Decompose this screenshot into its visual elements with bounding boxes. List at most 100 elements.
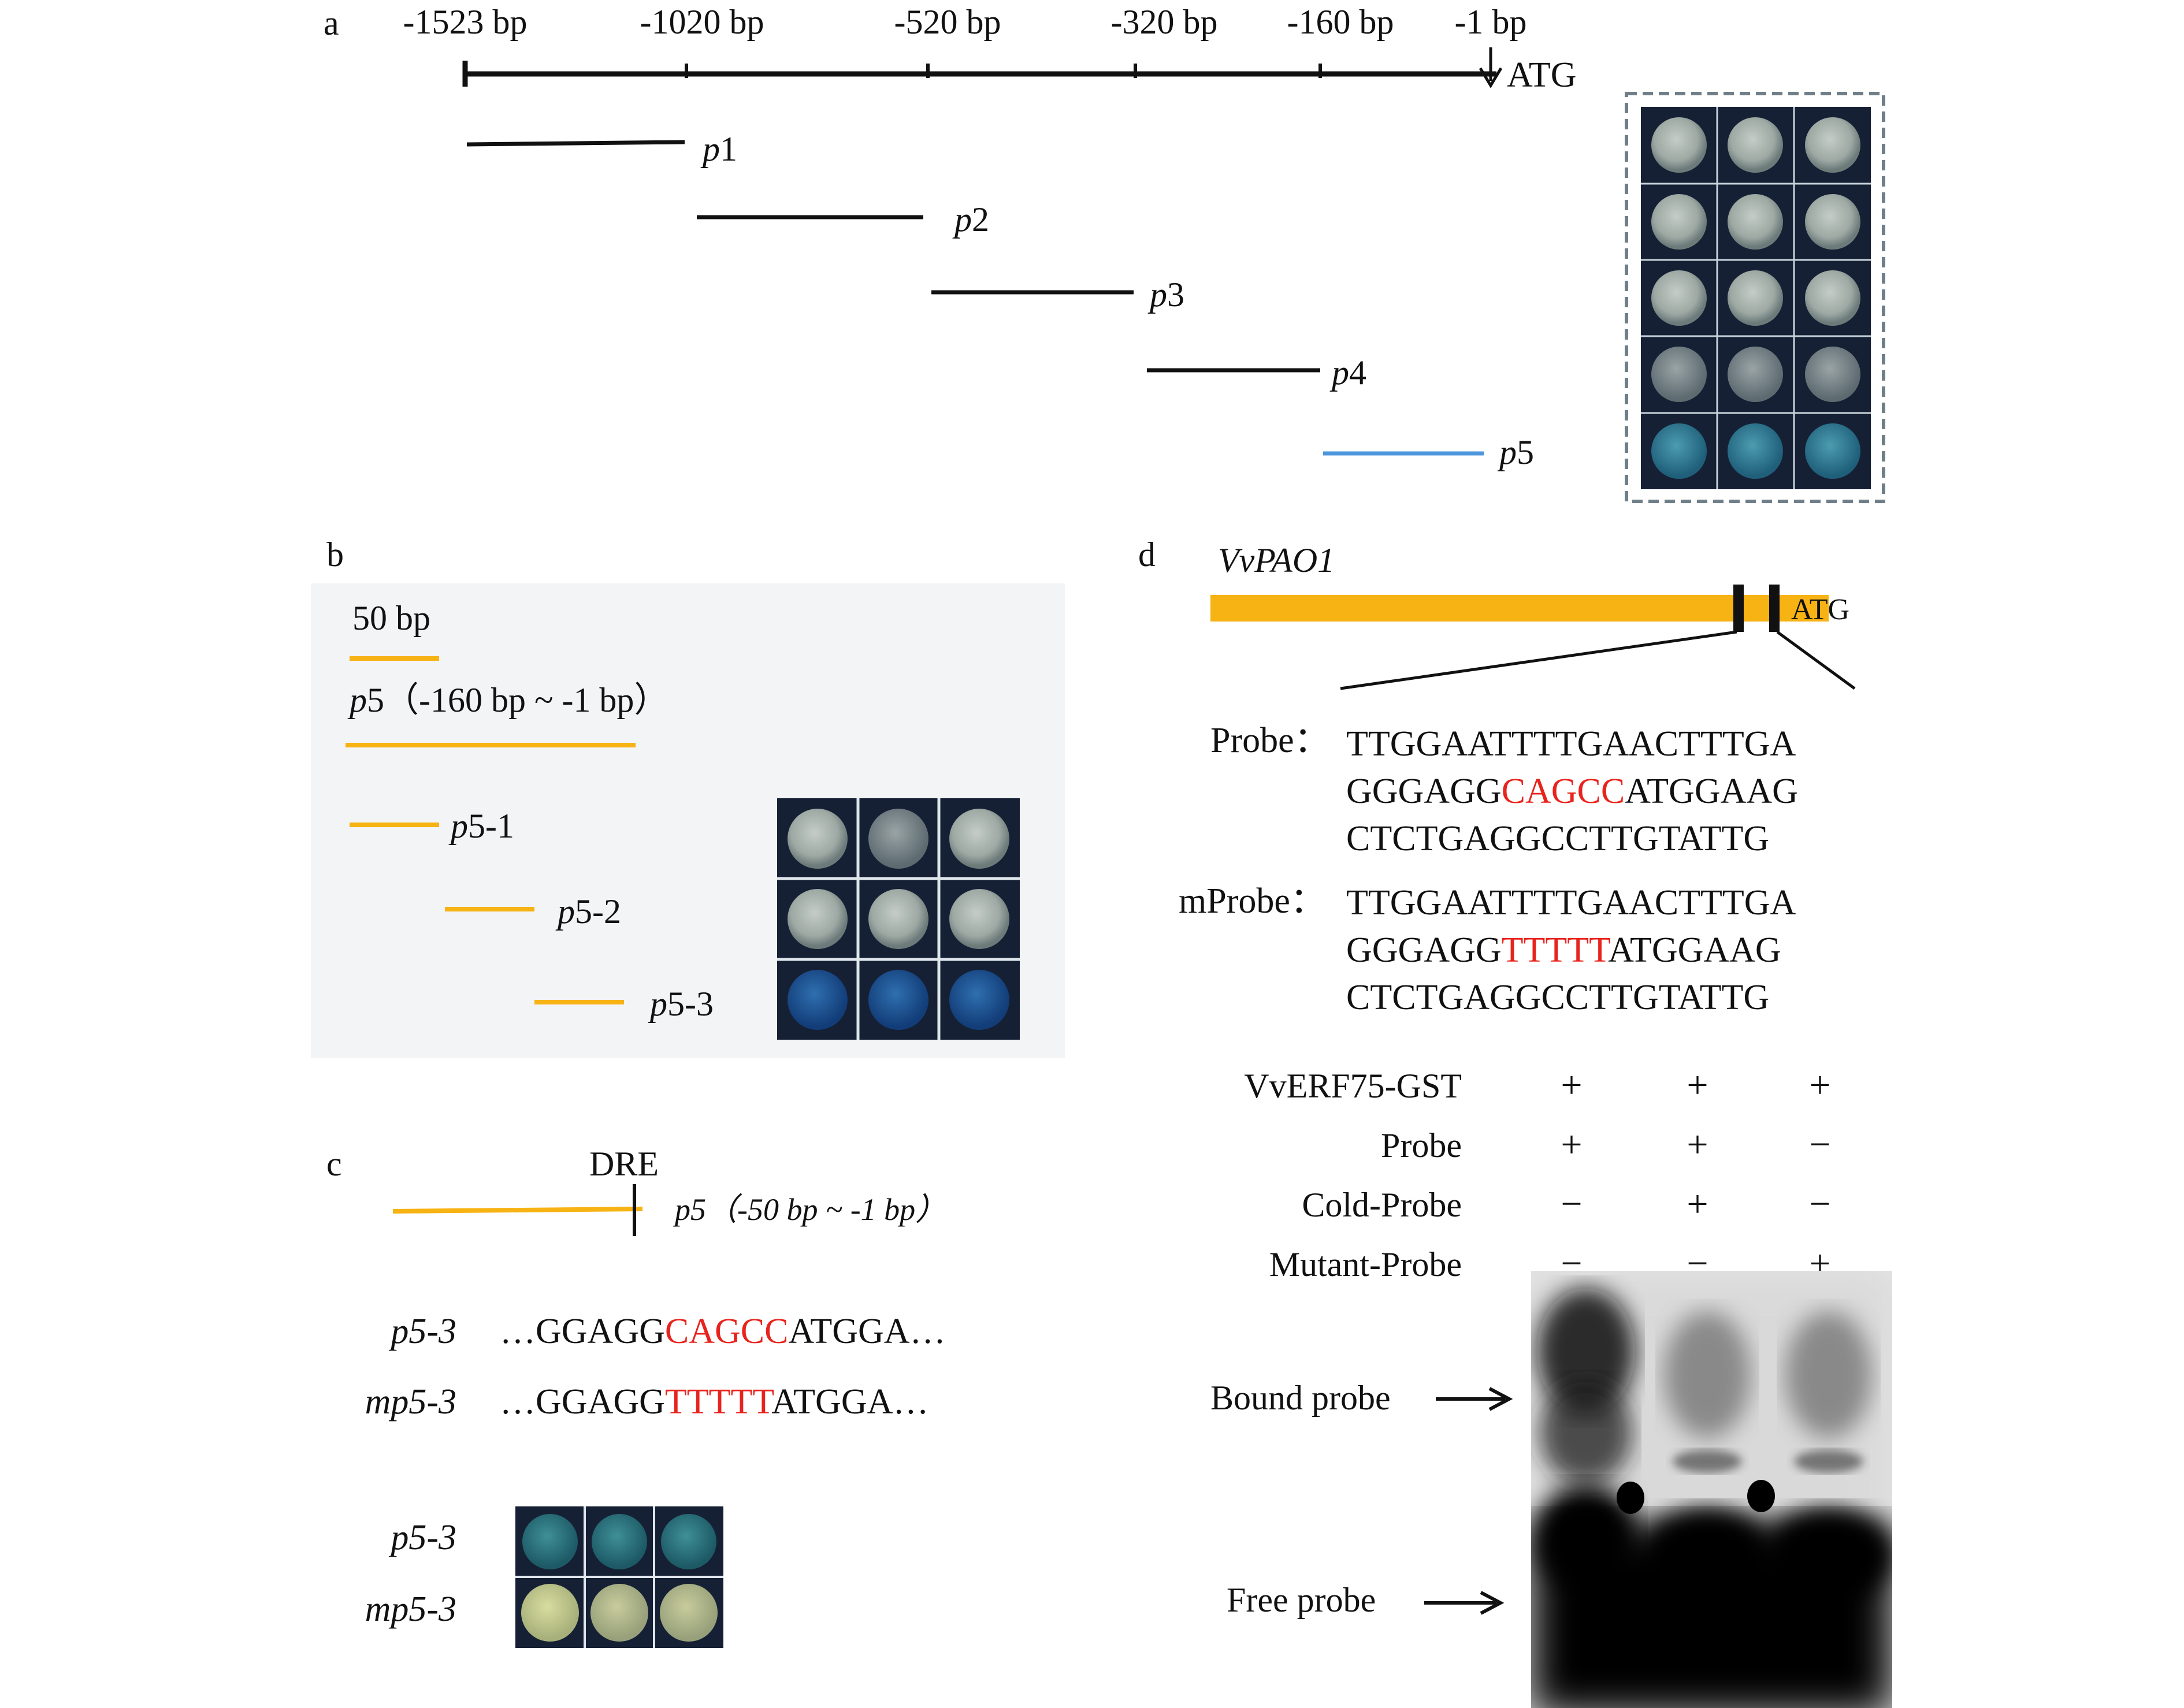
yeast-colony — [1728, 117, 1783, 173]
yeast-colony — [1728, 194, 1783, 250]
atg-label-d: ATG — [1791, 593, 1849, 626]
region-line-p5-50 — [392, 1207, 643, 1214]
probe-seq-line2: GGGAGGCAGCCATGGAAG — [1346, 772, 1798, 811]
ruler-tick-label: -520 bp — [894, 3, 1001, 41]
emsa-cell: − — [1809, 1123, 1830, 1166]
region-label-p5: p5（-160 bp ~ -1 bp） — [347, 681, 668, 719]
fragment-label-p5-3: p5-3 — [648, 985, 714, 1023]
grid-row-label-p5-3: p5-3 — [388, 1518, 456, 1557]
ruler-tick-label: -160 bp — [1287, 3, 1394, 41]
atg-arrow-head — [1479, 67, 1503, 88]
probe-seq-line1: TTGGAATTTTGAACTTTGA — [1346, 724, 1796, 764]
sequence-name-p5-3: p5-3 — [388, 1312, 456, 1351]
gene-name: VvPAO1 — [1218, 541, 1335, 579]
fragment-label-p5-1: p5-1 — [448, 807, 514, 845]
emsa-cell: + — [1687, 1123, 1708, 1166]
yeast-colony — [949, 809, 1009, 869]
yeast-colony — [868, 970, 928, 1030]
region-label-p5-50: p5（-50 bp ~ -1 bp） — [673, 1192, 946, 1227]
emsa-cell: + — [1809, 1064, 1830, 1106]
yeast-colony — [788, 970, 848, 1030]
sequence-p5-3: …GGAGGCAGCCATGGA… — [500, 1312, 946, 1351]
panel-a: a -1523 bp -1020 bp -520 bp -320 bp -160… — [324, 3, 1885, 503]
ruler-tick-label: -1523 bp — [403, 3, 528, 41]
fragment-label-p5: p5 — [1497, 433, 1534, 471]
yeast-colony — [592, 1514, 647, 1569]
probe-label: Probe： — [1210, 721, 1330, 760]
mprobe-seq-line1: TTGGAATTTTGAACTTTGA — [1346, 883, 1796, 922]
colony-grid-a — [1641, 107, 1871, 489]
gel-band-bound-lane1 — [1537, 1288, 1635, 1415]
colony-grid-b — [777, 798, 1020, 1040]
yeast-colony — [949, 889, 1009, 949]
yeast-colony — [1651, 347, 1707, 402]
gel-band-bound-lane3 — [1785, 1311, 1872, 1438]
panel-b: b 50 bp p5（-160 bp ~ -1 bp） p5-1 p5-2 p5… — [311, 535, 1065, 1058]
mprobe-seq-line2: GGGAGGTTTTTATGGAAG — [1346, 931, 1781, 970]
bound-probe-arrowhead — [1488, 1387, 1513, 1411]
panel-c: c DRE p5（-50 bp ~ -1 bp） p5-3 …GGAGGCAGC… — [326, 1145, 946, 1648]
yeast-colony — [521, 1584, 579, 1642]
binding-site-marker — [1769, 585, 1780, 632]
atg-label: ATG — [1507, 55, 1577, 95]
free-probe-label: Free probe — [1227, 1581, 1376, 1619]
mprobe-label: mProbe： — [1179, 881, 1326, 921]
sequence-name-mp5-3: mp5-3 — [365, 1382, 456, 1422]
panel-b-label: b — [326, 535, 344, 574]
grid-row-label-mp5-3: mp5-3 — [365, 1590, 456, 1629]
emsa-cell: + — [1687, 1064, 1708, 1106]
zoom-line-right — [1776, 630, 1856, 690]
gel-band-free-lane1 — [1534, 1484, 1638, 1588]
panel-a-label: a — [324, 4, 339, 42]
emsa-cell: + — [1561, 1123, 1582, 1166]
yeast-colony — [868, 809, 928, 869]
yeast-colony — [788, 809, 848, 869]
emsa-row-label: Probe — [1381, 1126, 1462, 1164]
yeast-colony — [1728, 270, 1783, 326]
yeast-colony — [522, 1514, 578, 1569]
binding-site-marker — [1733, 585, 1744, 632]
yeast-colony — [590, 1584, 648, 1642]
yeast-colony — [1805, 117, 1860, 173]
yeast-colony — [1805, 347, 1860, 402]
emsa-cell: + — [1561, 1064, 1582, 1106]
emsa-table: VvERF75-GST Probe Cold-Probe Mutant-Prob… — [1244, 1064, 1830, 1285]
free-probe-arrowhead — [1480, 1591, 1505, 1615]
yeast-colony — [949, 970, 1009, 1030]
yeast-colony — [660, 1584, 718, 1642]
gel-band-bound-lane2 — [1664, 1311, 1751, 1438]
fragment-label-p3: p3 — [1147, 276, 1184, 314]
plate-grid-lines — [1641, 107, 1871, 489]
mprobe-seq-line3: CTCTGAGGCCTTGTATTG — [1346, 978, 1769, 1017]
yeast-colony — [1805, 270, 1860, 326]
plate-grid-lines — [515, 1506, 723, 1648]
yeast-colony — [1651, 194, 1707, 250]
zoom-line-left — [1340, 630, 1737, 690]
colony-grid-c — [515, 1506, 723, 1648]
yeast-colony — [1805, 423, 1860, 479]
gel-band-minor-lane3 — [1794, 1450, 1863, 1473]
yeast-colony — [868, 889, 928, 949]
ruler-tick-label: -320 bp — [1111, 3, 1218, 41]
emsa-row-label: Cold-Probe — [1302, 1186, 1462, 1224]
yeast-colony — [788, 889, 848, 949]
ruler-tick-label: -1020 bp — [640, 3, 764, 41]
yeast-colony — [1651, 270, 1707, 326]
gel-band-minor-lane2 — [1673, 1450, 1742, 1473]
colony-grid-frame — [1625, 92, 1885, 503]
yeast-colony — [1805, 194, 1860, 250]
panel-c-label: c — [326, 1145, 342, 1183]
dre-label: DRE — [589, 1145, 659, 1183]
gel-band-free-lane2 — [1644, 1508, 1771, 1600]
yeast-colony — [1651, 423, 1707, 479]
gel-band-free-lane3 — [1765, 1508, 1892, 1600]
emsa-cell: − — [1809, 1183, 1830, 1225]
yeast-colony — [1651, 117, 1707, 173]
emsa-row-label: Mutant-Probe — [1269, 1245, 1462, 1283]
ruler-tick-label: -1 bp — [1455, 3, 1527, 41]
yeast-colony — [661, 1514, 716, 1569]
fragment-label-p2: p2 — [952, 200, 989, 239]
probe-seq-line3: CTCTGAGGCCTTGTATTG — [1346, 819, 1769, 858]
bound-probe-label: Bound probe — [1210, 1379, 1391, 1417]
